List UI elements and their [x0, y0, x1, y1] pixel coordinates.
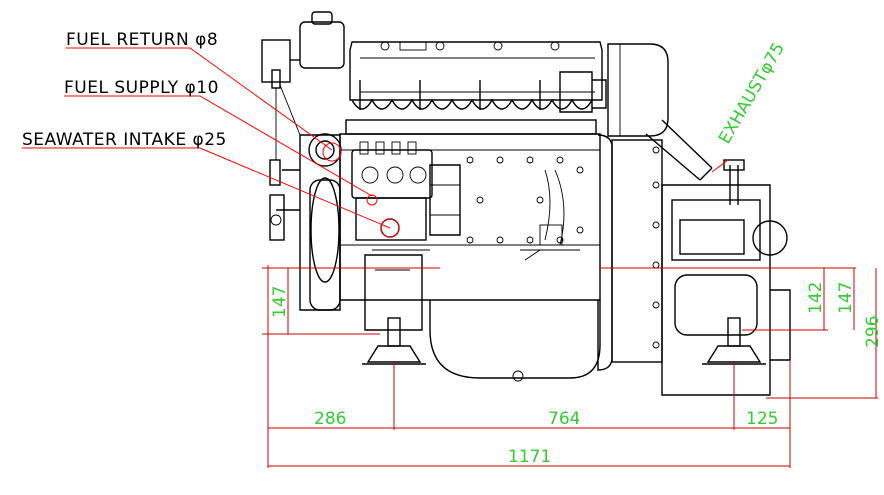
leader-lines — [22, 47, 729, 238]
fuel-return-label: FUEL RETURN φ8 — [66, 30, 218, 50]
dim-right-height-total: 296 — [863, 316, 883, 348]
dim-right-height-b: 147 — [836, 282, 856, 314]
exhaust-label: EXHAUSTφ75 — [715, 39, 789, 147]
dim-overall-length: 1171 — [508, 447, 551, 467]
seawater-intake-label: SEAWATER INTAKE φ25 — [22, 130, 227, 150]
dim-right-height-a: 142 — [806, 282, 826, 314]
dim-front-offset: 286 — [314, 409, 346, 429]
dim-mount-spacing: 764 — [548, 409, 580, 429]
fuel-supply-label: FUEL SUPPLY φ10 — [64, 78, 219, 98]
dimension-lines — [262, 265, 878, 468]
dim-rear-offset: 125 — [746, 409, 778, 429]
dim-left-height: 147 — [270, 286, 290, 318]
engine-outline — [261, 11, 791, 396]
